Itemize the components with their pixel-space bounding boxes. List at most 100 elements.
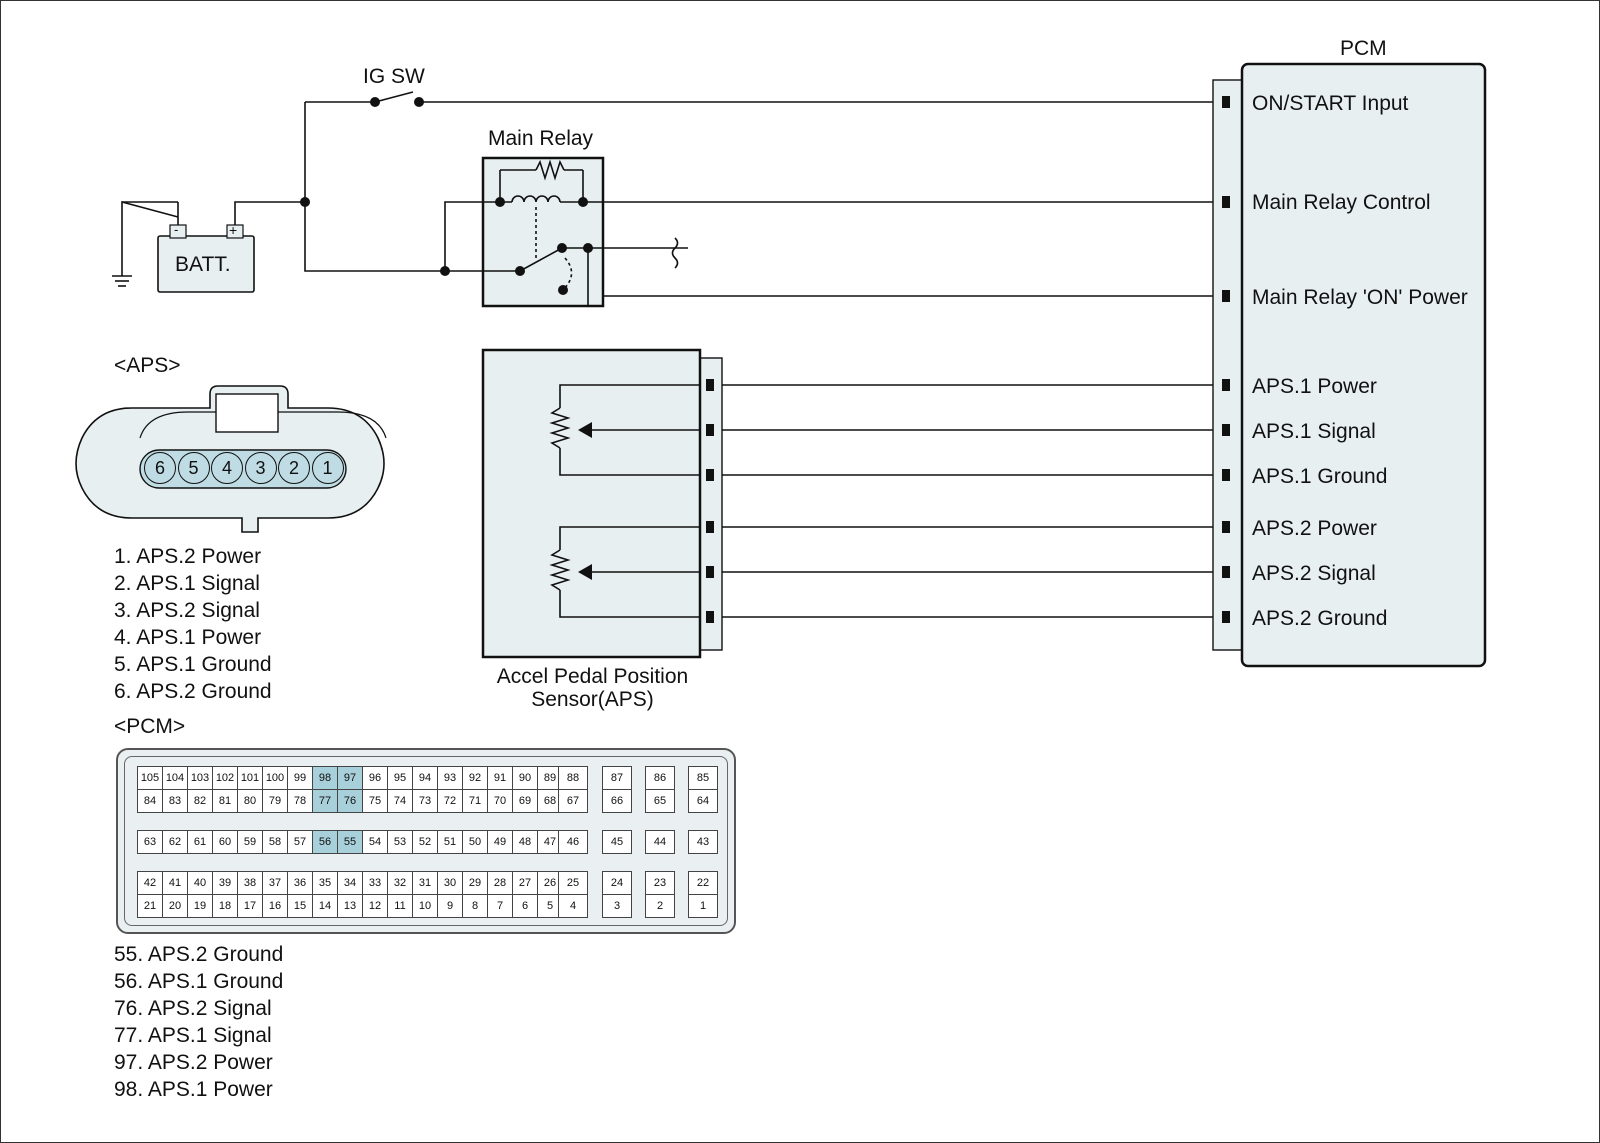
pcm-pin-cell: 72 [437, 789, 463, 813]
pcm-pin-cell: 76 [337, 789, 363, 813]
pcm-box [1240, 62, 1487, 668]
pcm-pin-cell: 60 [212, 830, 238, 854]
pcm-pin-cell: 73 [412, 789, 438, 813]
pcm-pin-cell: 31 [412, 871, 438, 895]
pcm-pin-cell: 97 [337, 766, 363, 790]
pcm-pin-label: APS.2 Ground [1252, 607, 1388, 630]
pcm-pin-cell: 9 [437, 894, 463, 918]
main-relay-label: Main Relay [488, 127, 594, 150]
pcm-pin-cell: 48 [512, 830, 538, 854]
pcm-legend-item: 55. APS.2 Ground [114, 943, 284, 966]
pcm-pin-cell: 65 [645, 789, 675, 813]
battery-plus-label: + [229, 222, 238, 238]
pcm-pin-cell: 64 [688, 789, 718, 813]
pcm-pin-cell: 33 [362, 871, 388, 895]
pcm-pin-cell: 90 [512, 766, 538, 790]
pcm-pin-cell: 50 [462, 830, 488, 854]
aps-pin: 6 [144, 452, 176, 484]
pcm-pin-cell: 22 [688, 871, 718, 895]
pcm-pin-cell: 40 [187, 871, 213, 895]
pcm-pin-label: Main Relay 'ON' Power [1252, 286, 1468, 309]
pcm-pin-cell: 36 [287, 871, 313, 895]
aps-connector-strip [699, 357, 723, 651]
pcm-pin-label: APS.1 Signal [1252, 420, 1376, 443]
pcm-pin-cell: 67 [558, 789, 588, 813]
pcm-pin-label: APS.1 Power [1252, 375, 1377, 398]
pcm-pin-cell: 93 [437, 766, 463, 790]
pcm-pin-cell: 23 [645, 871, 675, 895]
pcm-pin-cell: 44 [645, 830, 675, 854]
pcm-pin-cell: 95 [387, 766, 413, 790]
pcm-pin-cell: 18 [212, 894, 238, 918]
pcm-pin-cell: 70 [487, 789, 513, 813]
ig-switch-blade [374, 91, 414, 103]
pcm-label: PCM [1340, 37, 1387, 60]
pcm-pin-cell: 2 [645, 894, 675, 918]
battery-pos-terminal [226, 224, 244, 239]
pcm-pin-cell: 46 [558, 830, 588, 854]
pcm-pin-cell: 77 [312, 789, 338, 813]
pcm-pin-cell: 104 [162, 766, 188, 790]
pcm-pin-label: APS.1 Ground [1252, 465, 1388, 488]
aps-pin: 4 [211, 452, 243, 484]
pcm-pin-cell: 81 [212, 789, 238, 813]
pcm-pin-cell: 61 [187, 830, 213, 854]
pcm-pin-cell: 25 [558, 871, 588, 895]
pcm-pin-cell: 51 [437, 830, 463, 854]
pcm-pin-cell: 88 [558, 766, 588, 790]
pcm-pin-cell: 41 [162, 871, 188, 895]
pcm-pin-cell: 7 [487, 894, 513, 918]
pcm-pin-cell: 45 [602, 830, 632, 854]
aps-sensor-box [481, 348, 702, 659]
main-relay-on-power-wire [587, 248, 1220, 297]
pcm-pin-cell: 16 [262, 894, 288, 918]
pcm-pin-cell: 55 [337, 830, 363, 854]
pcm-pin-single: 43 [688, 830, 718, 854]
pcm-pin-cell: 71 [462, 789, 488, 813]
pcm-pin-cell: 6 [512, 894, 538, 918]
aps1-wiper-arrow [578, 422, 592, 438]
main-relay-box [481, 156, 605, 308]
aps-legend-item: 4. APS.1 Power [114, 626, 262, 649]
pcm-connector-title: <PCM> [114, 715, 186, 738]
pcm-pin-cell: 84 [137, 789, 163, 813]
aps-legend-item: 2. APS.1 Signal [114, 572, 260, 595]
pcm-pin-cell: 27 [512, 871, 538, 895]
pcm-pin-cell: 99 [287, 766, 313, 790]
pcm-pin-cell: 21 [137, 894, 163, 918]
pcm-pin-cell: 14 [312, 894, 338, 918]
pcm-pin-label: Main Relay Control [1252, 191, 1431, 214]
pcm-pin-cell: 49 [487, 830, 513, 854]
pcm-legend-item: 97. APS.2 Power [114, 1051, 273, 1074]
pcm-pin-cell: 94 [412, 766, 438, 790]
pcm-pin-cell: 57 [287, 830, 313, 854]
battery-label: BATT. [175, 253, 231, 276]
pcm-pin-cell: 28 [487, 871, 513, 895]
wire-break-symbol [671, 237, 679, 269]
pcm-pin-cell: 39 [212, 871, 238, 895]
pcm-pin-cell: 78 [287, 789, 313, 813]
pcm-pin-cell: 100 [262, 766, 288, 790]
pcm-pin-cell: 32 [387, 871, 413, 895]
pcm-pin-cell: 13 [337, 894, 363, 918]
aps-connector-title: <APS> [114, 354, 181, 377]
pcm-legend-item: 98. APS.1 Power [114, 1078, 273, 1101]
pcm-pin-cell: 87 [602, 766, 632, 790]
pcm-pin-cell: 80 [237, 789, 263, 813]
pcm-pin-cell: 62 [162, 830, 188, 854]
aps-legend-item: 5. APS.1 Ground [114, 653, 272, 676]
pcm-pin-cell: 52 [412, 830, 438, 854]
pcm-pin-cell: 37 [262, 871, 288, 895]
ig-switch-label: IG SW [363, 65, 425, 88]
pcm-pin-cell: 85 [688, 766, 718, 790]
pcm-pin-cell: 35 [312, 871, 338, 895]
pcm-pin-cell: 3 [602, 894, 632, 918]
aps2-wiper-arrow [578, 564, 592, 580]
